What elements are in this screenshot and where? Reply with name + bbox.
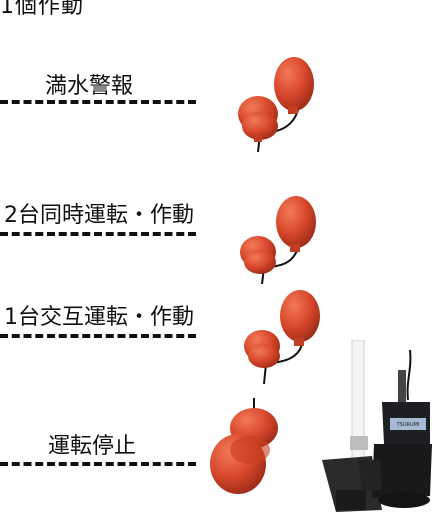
float-switch-set-1 xyxy=(238,57,314,152)
level-line-full-water-alarm xyxy=(0,100,196,104)
level-label-alternate-operation: 1台交互運転・作動 xyxy=(4,305,194,330)
submersible-pump: TSURUMI xyxy=(312,340,434,518)
diagram-title: 1個作動 xyxy=(0,0,84,19)
level-line-stop xyxy=(0,462,196,466)
float-switch-set-2 xyxy=(240,196,316,285)
float-switch-set-3 xyxy=(244,290,320,385)
pump-brand-label: TSURUMI xyxy=(396,422,420,428)
level-line-dual-operation xyxy=(0,232,196,236)
level-label-stop: 運転停止 xyxy=(48,434,137,459)
float-switch-set-4 xyxy=(210,398,278,494)
level-label-full-water-alarm: 満水警報 xyxy=(45,74,134,99)
level-label-dual-operation: 2台同時運転・作動 xyxy=(4,203,194,228)
level-line-alternate-operation xyxy=(0,334,196,338)
